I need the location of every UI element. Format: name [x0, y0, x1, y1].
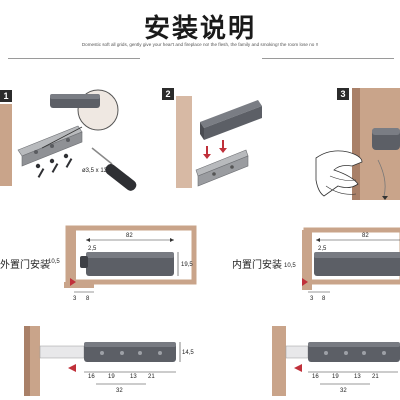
- inner-dim-top: 82: [362, 233, 369, 239]
- outer-install-diagram: 82 2,5 10,5 19,5 3 8: [48, 225, 197, 302]
- page-subtitle: Domestic soft all grids, gently give you…: [81, 42, 319, 47]
- step2-arrows: [203, 140, 227, 159]
- outer-arrow: [70, 278, 76, 286]
- bottom-right-wood: [272, 326, 286, 396]
- inner-device: [314, 252, 400, 276]
- inner-arrow: [302, 278, 308, 286]
- bottom-left-diagram: 14,5 16 19 13 21 32: [24, 326, 194, 396]
- bottom-left-holes: [100, 351, 162, 355]
- step1-bracket-hole: [34, 150, 38, 154]
- outer-dim-right: 19,5: [181, 262, 193, 268]
- header-rule-left: [8, 58, 140, 59]
- bottom-right-dim-2: 13: [354, 374, 361, 380]
- step3-hand: [315, 150, 363, 197]
- bottom-left-dim-0: 16: [88, 374, 95, 380]
- bottom-left-dim-total: 32: [116, 388, 123, 394]
- outer-dim-bottom-b: 8: [86, 296, 90, 302]
- outer-install-label: 外置门安装: [0, 260, 50, 271]
- inner-install-diagram: 82 2,5 10,5 3 8: [284, 227, 400, 302]
- step1-bracket-hole: [50, 144, 54, 148]
- step2-wood-panel: [176, 96, 192, 188]
- bottom-right-dim-3: 21: [372, 374, 379, 380]
- inner-dim-bottom-b: 8: [322, 296, 326, 302]
- step-badge-1: 1: [0, 90, 12, 102]
- bottom-right-arrow: [294, 364, 302, 372]
- page-title: 安装说明: [143, 14, 256, 44]
- bottom-right-dim-total: 32: [340, 388, 347, 394]
- step2-illustration: [176, 96, 262, 188]
- bottom-left-dim-2: 13: [130, 374, 137, 380]
- screwdriver-shaft: [91, 147, 113, 165]
- bottom-left-dim-3: 21: [148, 374, 155, 380]
- outer-dim-gap: 2,5: [88, 246, 97, 252]
- header-rule-right: [262, 58, 394, 59]
- step1-bracket-hole: [66, 138, 70, 142]
- step1-screws: [35, 153, 73, 178]
- step1-illustration: ø3,5 x 13: [0, 89, 137, 191]
- bottom-right-holes: [324, 351, 386, 355]
- inner-dim-bottom-a: 3: [310, 296, 314, 302]
- screwdriver-handle: [105, 164, 137, 191]
- bottom-left-dim-height: 14,5: [182, 350, 194, 356]
- step1-wood-panel: [0, 104, 12, 186]
- bottom-right-dim-1: 19: [332, 374, 339, 380]
- step2-device-top: [200, 100, 262, 128]
- bottom-right-diagram: 16 19 13 21 32: [272, 326, 400, 396]
- step3-illustration: [315, 88, 400, 200]
- bottom-right-dim-0: 16: [312, 374, 319, 380]
- inner-dim-gap: 2,5: [318, 246, 327, 252]
- inner-install-label: 内置门安装: [232, 260, 282, 271]
- bottom-left-arrow: [68, 364, 76, 372]
- outer-dim-top: 82: [126, 233, 133, 239]
- header: 安装说明 Domestic soft all grids, gently giv…: [0, 0, 400, 64]
- bottom-left-dim-1: 19: [108, 374, 115, 380]
- outer-dim-left: 10,5: [48, 259, 60, 265]
- step-badge-3: 3: [337, 88, 349, 100]
- outer-dim-bottom-a: 3: [73, 296, 77, 302]
- inner-dim-left: 10,5: [284, 263, 296, 269]
- step2-device-face: [204, 106, 262, 140]
- step1-screw-spec: ø3,5 x 13: [82, 168, 108, 174]
- step-badge-2: 2: [162, 88, 174, 100]
